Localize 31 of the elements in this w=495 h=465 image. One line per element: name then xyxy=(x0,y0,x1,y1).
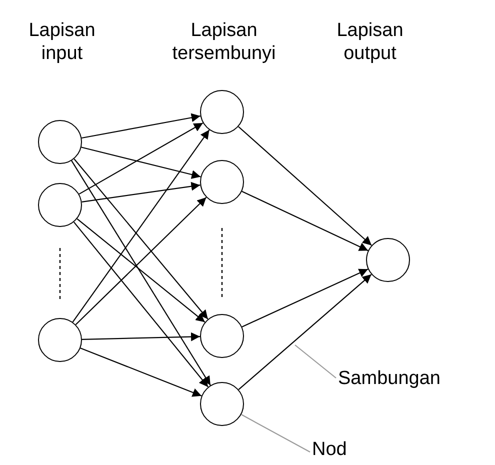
arrow xyxy=(242,268,368,328)
neuron-circle xyxy=(200,382,244,426)
neuron-circle xyxy=(366,238,410,282)
arrow xyxy=(78,122,204,195)
neuron-circle xyxy=(200,314,244,358)
arrow xyxy=(73,222,209,388)
layer-heading: Lapisan input xyxy=(28,20,96,66)
layer-heading: Lapisan tersembunyi xyxy=(171,20,277,66)
layer-heading: Lapisan output xyxy=(336,20,404,66)
leader-line xyxy=(294,344,336,378)
neuron-circle xyxy=(200,90,244,134)
arrow xyxy=(82,332,200,342)
arrow xyxy=(242,190,368,252)
neuron-circle xyxy=(38,120,82,164)
arrow xyxy=(82,182,200,202)
arrow xyxy=(72,130,210,322)
neuron-circle xyxy=(38,318,82,362)
arrow xyxy=(76,218,206,323)
arrow xyxy=(75,196,207,326)
arrow xyxy=(82,113,200,139)
callout-label: Sambungan xyxy=(338,369,440,390)
arrow xyxy=(74,158,208,320)
callout-label: Nod xyxy=(312,440,347,461)
neuron-circle xyxy=(38,183,82,227)
neuron-circle xyxy=(200,160,244,204)
arrow xyxy=(238,274,372,390)
arrow xyxy=(238,126,372,246)
leader-line xyxy=(241,414,310,452)
arrow xyxy=(71,160,211,386)
arrow xyxy=(80,348,202,397)
arrow xyxy=(81,146,201,179)
